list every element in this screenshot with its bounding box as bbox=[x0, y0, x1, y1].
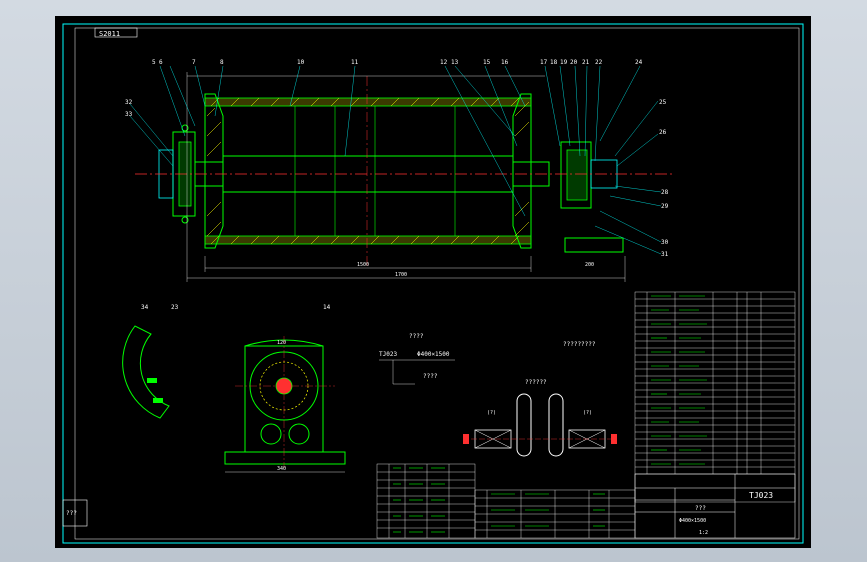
balloon-32: 32 bbox=[125, 99, 133, 106]
balloon-12: 12 bbox=[440, 59, 448, 66]
dim-overall-length: 1700 bbox=[395, 272, 407, 278]
balloon-21: 21 bbox=[582, 59, 590, 66]
sheet-border bbox=[62, 23, 804, 544]
title-subname: Φ400×1500 bbox=[679, 518, 706, 524]
balloon-15: 15 bbox=[483, 59, 491, 66]
title-scale: 1:2 bbox=[699, 530, 708, 536]
drawing-canvas[interactable]: S2011 ??? bbox=[55, 16, 811, 548]
title-name: ??? bbox=[695, 505, 706, 512]
part-balloons bbox=[129, 65, 662, 255]
dim-base-width: 340 bbox=[277, 466, 286, 472]
detail-right-label: (?) bbox=[583, 410, 592, 416]
balloon-18: 18 bbox=[550, 59, 558, 66]
detail-title: ?????? bbox=[525, 379, 547, 386]
pedestal-side-view: 340 120 bbox=[224, 336, 346, 473]
dim-drum-length: 1500 bbox=[357, 262, 369, 268]
stamp-box bbox=[94, 27, 138, 38]
balloon-6: 6 bbox=[159, 59, 163, 66]
stamp-text: S2011 bbox=[99, 30, 120, 38]
drum-section-view: 1500 1700 200 bbox=[135, 72, 675, 282]
roller-detail bbox=[463, 393, 617, 457]
balloon-14: 14 bbox=[323, 304, 331, 311]
balloon-29: 29 bbox=[661, 203, 669, 210]
balloon-13: 13 bbox=[451, 59, 459, 66]
sheet-inner-border bbox=[74, 27, 800, 540]
balloon-10: 10 bbox=[297, 59, 305, 66]
dim-bearing: 200 bbox=[585, 262, 594, 268]
detail-left-label: (?) bbox=[487, 410, 496, 416]
left-strip-text: ??? bbox=[66, 510, 77, 517]
bottom-tables bbox=[376, 463, 636, 539]
balloon-34: 34 bbox=[141, 304, 149, 311]
balloon-24: 24 bbox=[635, 59, 643, 66]
tech-req-line: ????????? bbox=[563, 341, 596, 348]
balloon-8: 8 bbox=[220, 59, 224, 66]
parts-list-table bbox=[634, 291, 796, 503]
balloon-25: 25 bbox=[659, 99, 667, 106]
drawing-svg: S2011 ??? bbox=[62, 23, 804, 544]
balloon-19: 19 bbox=[560, 59, 568, 66]
code-label: TJ023 bbox=[379, 351, 397, 358]
code-sub: ???? bbox=[423, 373, 438, 380]
balloon-28: 28 bbox=[661, 189, 669, 196]
title-block bbox=[634, 473, 796, 539]
code-value: Φ400×1500 bbox=[417, 351, 450, 358]
balloon-11: 11 bbox=[351, 59, 359, 66]
balloon-31: 31 bbox=[661, 251, 669, 258]
dim-height: 120 bbox=[277, 340, 286, 346]
left-strip-box bbox=[62, 499, 88, 527]
balloon-16: 16 bbox=[501, 59, 509, 66]
balloon-5: 5 bbox=[152, 59, 156, 66]
tech-req-title: ???? bbox=[409, 333, 424, 340]
balloon-22: 22 bbox=[595, 59, 603, 66]
balloon-17: 17 bbox=[540, 59, 548, 66]
title-drawing-no: TJ023 bbox=[749, 491, 773, 500]
segment-detail-view bbox=[122, 325, 170, 419]
balloon-26: 26 bbox=[659, 129, 667, 136]
balloon-20: 20 bbox=[570, 59, 578, 66]
balloon-33: 33 bbox=[125, 111, 133, 118]
balloon-30: 30 bbox=[661, 239, 669, 246]
balloon-23: 23 bbox=[171, 304, 179, 311]
balloon-7: 7 bbox=[192, 59, 196, 66]
